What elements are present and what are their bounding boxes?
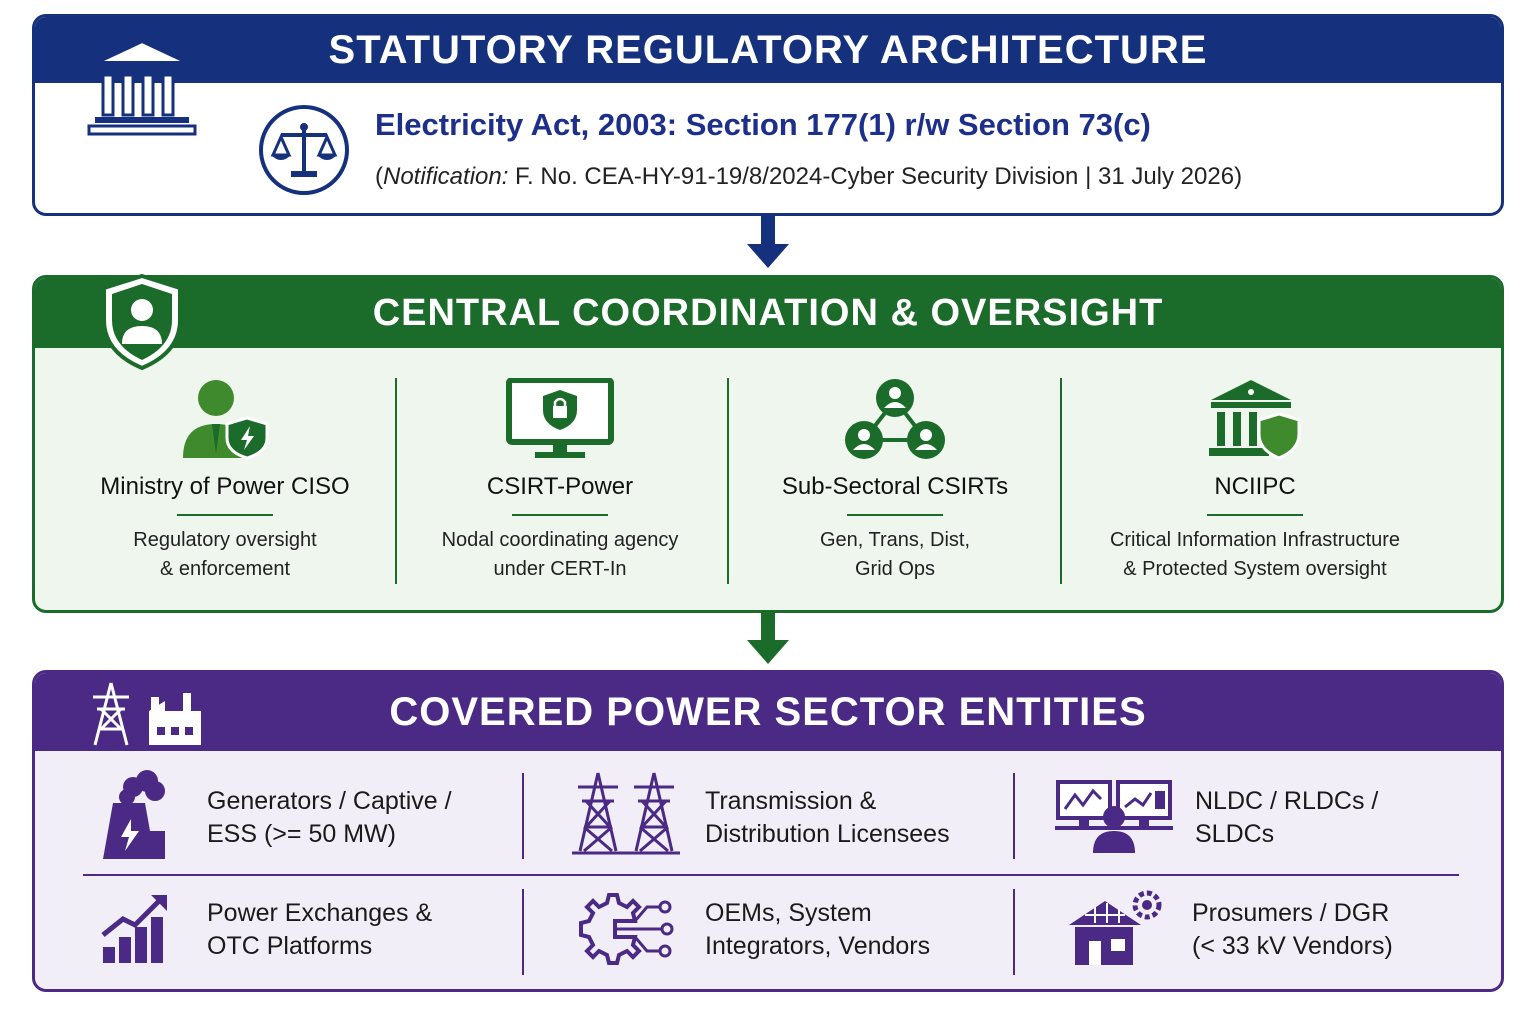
power-plant-icon (97, 769, 171, 861)
sub-sectoral-csirts-desc: Gen, Trans, Dist,Grid Ops (819, 529, 971, 580)
column-divider (1013, 889, 1015, 975)
monitor-lock-icon (505, 378, 615, 462)
column-divider (1013, 773, 1015, 859)
prosumers-entity: Prosumers / DGR(< 33 kV Vendors) (1192, 899, 1393, 960)
column-divider (395, 378, 397, 584)
covered-entities-title: COVERED POWER SECTOR ENTITIES (35, 673, 1501, 751)
ministry-ciso-title: Ministry of Power CISO (100, 473, 350, 500)
row-divider (83, 874, 1459, 876)
transmission-tower-icon (572, 769, 680, 855)
statutory-panel: STATUTORY REGULATORY ARCHITECTURE (32, 14, 1504, 216)
scales-of-justice-icon (257, 103, 351, 197)
act-title: Electricity Act, 2003: Section 177(1) r/… (375, 107, 1151, 142)
sub-sectoral-csirts-card: Sub-Sectoral CSIRTs Gen, Trans, Dist,Gri… (745, 378, 1045, 608)
ministry-ciso-card: Ministry of Power CISO Regulatory oversi… (75, 378, 375, 608)
sub-sectoral-csirts-title: Sub-Sectoral CSIRTs (781, 473, 1009, 500)
tower-factory-icon (87, 681, 203, 747)
down-arrow-icon (745, 612, 791, 666)
building-shield-icon (1207, 378, 1303, 462)
government-building-icon (87, 23, 197, 138)
transmission-entity: Transmission &Distribution Licensees (705, 787, 950, 848)
column-divider (522, 889, 524, 975)
person-shield-icon (179, 378, 271, 462)
column-divider (1060, 378, 1062, 584)
covered-entities-panel: COVERED POWER SECTOR ENTITIES (32, 670, 1504, 992)
divider (177, 514, 273, 516)
central-coordination-panel: CENTRAL COORDINATION & OVERSIGHT Ministr… (32, 275, 1504, 613)
gear-circuit-icon (575, 889, 675, 969)
statutory-panel-title: STATUTORY REGULATORY ARCHITECTURE (35, 17, 1501, 83)
nciipc-desc: Critical Information Infrastructure& Pro… (1109, 529, 1401, 580)
nldc-entity: NLDC / RLDCs /SLDCs (1195, 787, 1379, 848)
central-coordination-title: CENTRAL COORDINATION & OVERSIGHT (35, 278, 1501, 348)
csirt-power-title: CSIRT-Power (486, 473, 634, 500)
control-room-icon (1055, 779, 1173, 853)
generators-entity: Generators / Captive /ESS (>= 50 MW) (207, 787, 452, 848)
network-people-icon (842, 378, 948, 462)
column-divider (522, 773, 524, 859)
nciipc-title: NCIIPC (1214, 473, 1296, 500)
divider (1207, 514, 1303, 516)
power-exchanges-entity: Power Exchanges &OTC Platforms (207, 899, 433, 960)
shield-person-icon (100, 272, 184, 372)
down-arrow-icon (745, 216, 791, 270)
ministry-ciso-desc: Regulatory oversight& enforcement (133, 529, 317, 580)
divider (512, 514, 608, 516)
growth-chart-icon (101, 893, 171, 965)
nciipc-card: NCIIPC Critical Information Infrastructu… (1075, 378, 1435, 608)
notification-text: (Notification: F. No. CEA-HY-91-19/8/202… (375, 163, 1243, 190)
column-divider (727, 378, 729, 584)
solar-house-icon (1065, 889, 1165, 967)
divider (847, 514, 943, 516)
